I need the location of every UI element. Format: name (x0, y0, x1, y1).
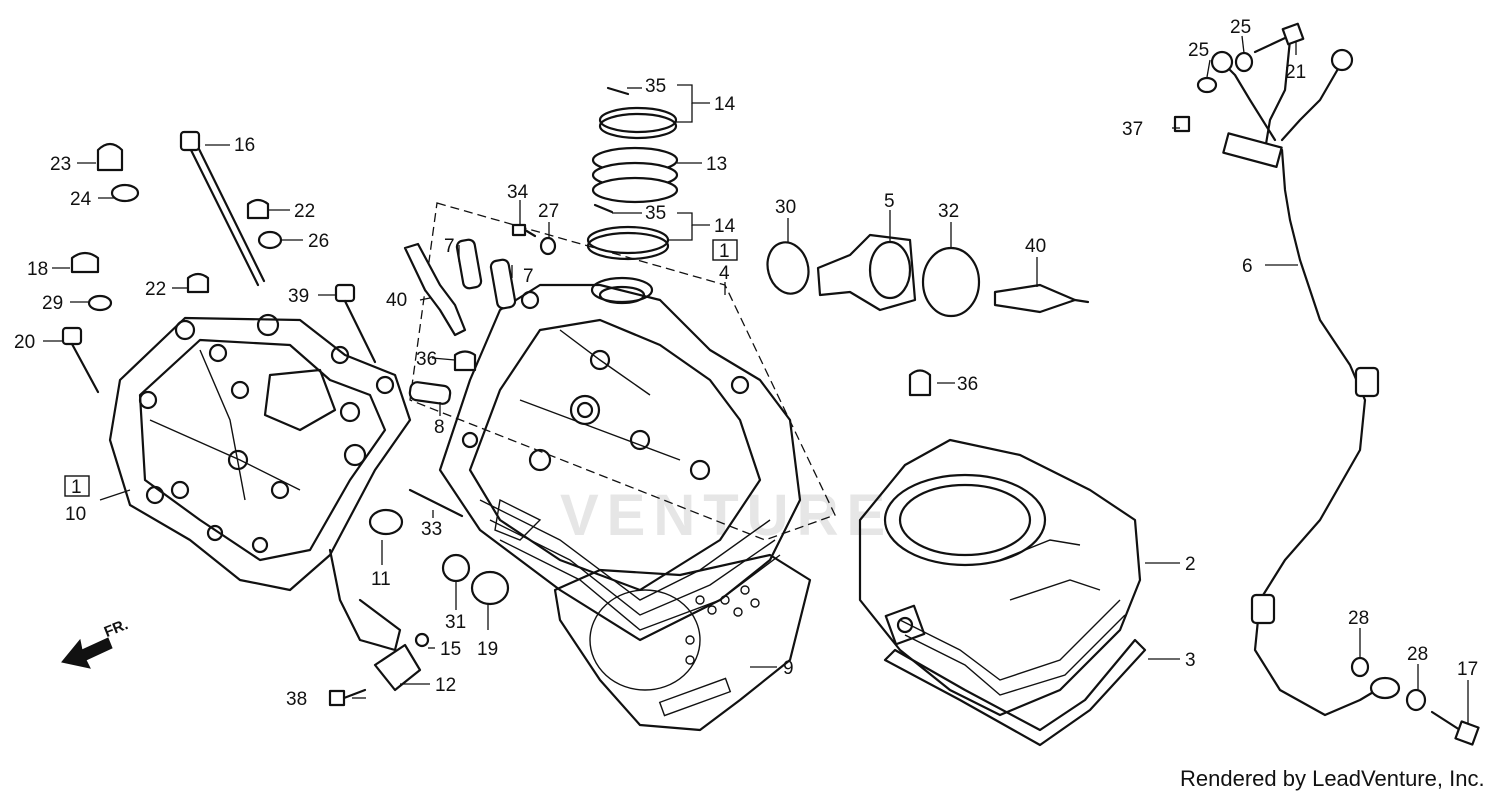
callout-10: 10 (65, 504, 86, 525)
callout-17: 17 (1457, 659, 1478, 680)
leader-lines (43, 35, 1469, 724)
callout-24: 24 (70, 189, 92, 210)
callout-12: 12 (435, 675, 456, 696)
callout-40a: 40 (386, 290, 407, 311)
callout-1b: 1 (71, 477, 82, 498)
box-label-1-right (712, 239, 738, 261)
callout-28b: 28 (1407, 644, 1428, 665)
callout-14b: 14 (714, 216, 736, 237)
callout-32: 32 (938, 201, 959, 222)
callout-4: 4 (719, 263, 730, 284)
callout-numbers: 1 1 2 3 4 5 6 7 7 8 9 10 11 12 13 14 14 … (14, 17, 1478, 710)
bolt-20-part (61, 326, 100, 394)
callout-3: 3 (1185, 650, 1196, 671)
callout-30: 30 (775, 197, 796, 218)
callout-35a: 35 (645, 76, 666, 97)
callout-26: 26 (308, 231, 329, 252)
callout-11: 11 (371, 569, 391, 590)
intake-parts (766, 233, 981, 318)
head-gasket-part (553, 553, 812, 732)
callout-23: 23 (50, 154, 71, 175)
callout-36b: 36 (957, 374, 978, 395)
callout-25b: 25 (1230, 17, 1251, 38)
bolt-39-part (334, 283, 377, 364)
small-parts (70, 142, 932, 707)
render-credit: Rendered by LeadVenture, Inc. (1180, 766, 1485, 791)
callout-21: 21 (1285, 62, 1306, 83)
base-gasket-part (883, 638, 1147, 747)
callout-20: 20 (14, 332, 35, 353)
stud-bolt-part (179, 130, 266, 287)
callout-7b: 7 (523, 266, 534, 287)
callout-29: 29 (42, 293, 63, 314)
callout-2: 2 (1185, 554, 1196, 575)
callout-19: 19 (477, 639, 498, 660)
callout-33: 33 (421, 519, 442, 540)
callout-5: 5 (884, 191, 895, 212)
callout-27: 27 (538, 201, 559, 222)
callout-15: 15 (440, 639, 461, 660)
wire-harness-part (1173, 22, 1480, 746)
callout-13: 13 (706, 154, 727, 175)
callout-31: 31 (445, 612, 466, 633)
front-direction-arrow-icon (61, 637, 113, 669)
callout-28a: 28 (1348, 608, 1369, 629)
callout-37: 37 (1122, 119, 1143, 140)
callout-36a: 36 (416, 349, 437, 370)
head-cover-part (108, 313, 412, 592)
watermark-text: VENTURE (560, 483, 893, 548)
callout-35b: 35 (645, 203, 666, 224)
callout-38: 38 (286, 689, 307, 710)
cylinder-head-part (438, 276, 802, 642)
intake-joint-part (586, 86, 679, 261)
callout-9: 9 (783, 658, 794, 679)
callout-22b: 22 (145, 279, 166, 300)
callout-6: 6 (1242, 256, 1253, 277)
callout-8: 8 (434, 417, 445, 438)
callout-39: 39 (288, 286, 309, 307)
callout-14a: 14 (714, 94, 736, 115)
cylinder-part (858, 438, 1142, 717)
box-label-1-left (64, 475, 90, 497)
callout-22a: 22 (294, 201, 315, 222)
callout-7a: 7 (444, 236, 455, 257)
callout-16: 16 (234, 135, 255, 156)
callout-40b: 40 (1025, 236, 1046, 257)
spark-plug-part (403, 242, 1090, 337)
callout-1a: 1 (719, 241, 730, 262)
part-group-outline (409, 202, 836, 541)
callout-34: 34 (507, 182, 529, 203)
callout-18: 18 (27, 259, 48, 280)
callout-25a: 25 (1188, 40, 1209, 61)
